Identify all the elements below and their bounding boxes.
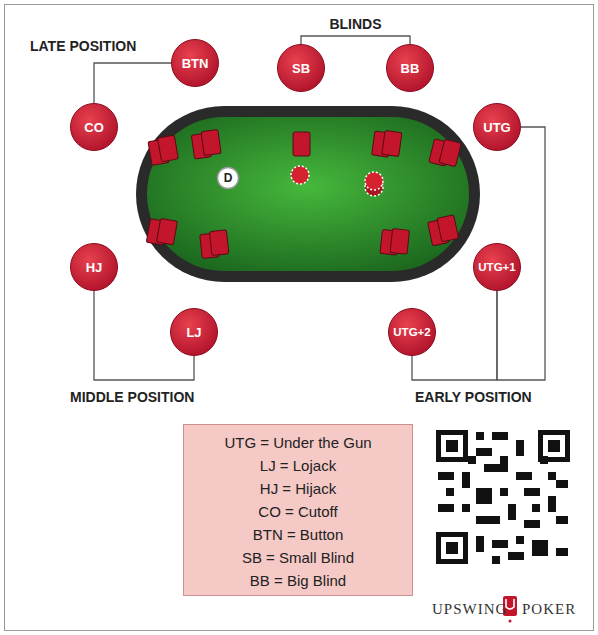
position-circle: LJ — [169, 307, 219, 357]
position-name: UTG+2 — [387, 307, 437, 357]
key-entry: HJ = Hijack — [184, 477, 412, 500]
position-name: SB — [276, 43, 326, 93]
group-label: MIDDLE POSITION — [70, 389, 194, 405]
bracket-line — [301, 36, 410, 45]
logo-text: POKER — [522, 601, 576, 618]
key-entry: UTG = Under the Gun — [184, 431, 412, 454]
position-circle: BB — [385, 43, 435, 93]
bracket-line — [497, 127, 545, 380]
key-entry: BTN = Button — [184, 523, 412, 546]
logo-text: UPSWING — [432, 601, 507, 618]
abbreviation-key-box: UTG = Under the GunLJ = LojackHJ = Hijac… — [183, 424, 413, 596]
position-circle: HJ — [69, 242, 119, 292]
position-name: UTG — [472, 102, 522, 152]
position-name: UTG+1 — [472, 242, 522, 292]
bracket-line — [412, 291, 497, 381]
position-name: LJ — [169, 307, 219, 357]
position-name: CO — [69, 102, 119, 152]
key-entry: BB = Big Blind — [184, 569, 412, 592]
key-entry: CO = Cutoff — [184, 500, 412, 523]
position-circle: UTG+2 — [387, 307, 437, 357]
dealer-button: D — [216, 166, 240, 190]
position-circle: UTG+1 — [472, 242, 522, 292]
bracket-line — [94, 63, 172, 104]
position-name: HJ — [69, 242, 119, 292]
position-circle: CO — [69, 102, 119, 152]
position-circle: UTG — [472, 102, 522, 152]
group-label: LATE POSITION — [30, 38, 136, 54]
position-name: BB — [385, 43, 435, 93]
key-entry: SB = Small Blind — [184, 546, 412, 569]
position-circle: SB — [276, 43, 326, 93]
group-label: EARLY POSITION — [415, 389, 532, 405]
position-circle: BTN — [170, 38, 220, 88]
position-name: D — [216, 166, 240, 190]
key-entry: LJ = Lojack — [184, 454, 412, 477]
bracket-line — [94, 291, 194, 381]
bracket-label: BLINDS — [329, 16, 381, 32]
position-name: BTN — [170, 38, 220, 88]
